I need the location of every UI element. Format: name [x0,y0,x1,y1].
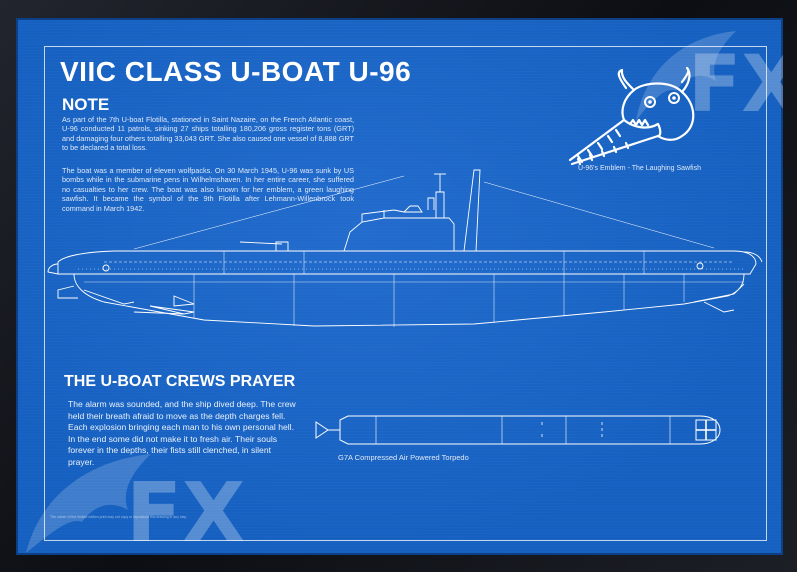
prayer-text: The alarm was sounded, and the ship dive… [68,399,296,467]
laughing-sawfish-icon [568,66,695,166]
page-title: VIIC CLASS U-BOAT U-96 [60,56,412,87]
blueprint-board: FX FX VIIC CLASS U-BOAT U-96 NOTE As par… [16,18,783,555]
note-heading: NOTE [62,95,110,114]
copyright-notice: The owner of the limited edition print m… [50,515,187,519]
torpedo-caption: G7A Compressed Air Powered Torpedo [338,453,469,462]
emblem-caption: U-96's Emblem - The Laughing Sawfish [578,165,701,172]
prayer-heading: THE U-BOAT CREWS PRAYER [64,373,296,390]
torpedo-drawing [315,415,721,445]
note-paragraph-1: As part of the 7th U-boat Flotilla, stat… [62,115,354,153]
submarine-side-view [47,169,763,327]
blueprint-border [44,46,767,541]
note-paragraph-2: The boat was a member of eleven wolfpack… [62,166,354,213]
